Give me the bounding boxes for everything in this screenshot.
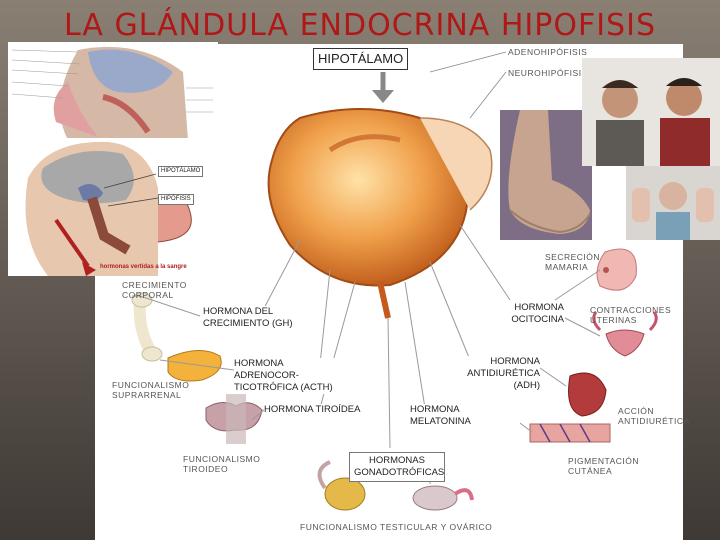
inset-caption: hormonas vertidas a la sangre — [100, 264, 187, 270]
adenohypophysis-label: ADENOHIPÓFISIS — [508, 47, 588, 57]
caption-adrenal: FUNCIONALISMO SUPRARRENAL — [112, 380, 190, 400]
caption-growth: CRECIMIENTO CORPORAL — [122, 280, 187, 300]
acromegaly-patients-photo — [582, 58, 720, 166]
hormone-gh-label: HORMONA DEL CRECIMIENTO (GH) — [203, 306, 303, 330]
caption-skin: PIGMENTACIÓN CUTÁNEA — [568, 456, 640, 476]
head-sagittal-illustration — [8, 42, 218, 140]
caption-thyroid: FUNCIONALISMO TIROIDEO — [183, 454, 261, 474]
acromegaly-foot-photo — [500, 110, 592, 240]
hormone-acth-label: HORMONA ADRENOCOR-TICOTRÓFICA (ACTH) — [234, 358, 346, 394]
neurohypophysis-label: NEUROHIPÓFISIS — [508, 68, 588, 78]
caption-kidney: ACCIÓN ANTIDIURÉTICA — [618, 406, 690, 426]
inset-hypophysis-label: HIPÓFISIS — [158, 194, 194, 205]
page-title: LA GLÁNDULA ENDOCRINA HIPOFISIS — [64, 8, 656, 43]
inset-hypothalamus-label: HIPOTÁLAMO — [158, 166, 204, 177]
hormone-thyroid-label: HORMONA TIROÍDEA — [264, 404, 364, 416]
caption-gonads: FUNCIONALISMO TESTICULAR Y OVÁRICO — [300, 522, 493, 532]
hormone-oxytocin-label: HORMONA OCITOCINA — [500, 302, 564, 326]
hormone-gonadotropic-label: HORMONAS GONADOTRÓFICAS — [349, 452, 445, 482]
head-profile-illustration: HIPOTÁLAMO HIPÓFISIS hormonas vertidas a… — [8, 138, 240, 276]
caption-breast: SECRECIÓN MAMARIA — [545, 252, 601, 272]
hormone-melatonin-label: HORMONA MELATONINA — [410, 404, 520, 428]
hypothalamus-label: HIPOTÁLAMO — [313, 48, 409, 70]
patient-hands-photo — [626, 166, 720, 240]
caption-uterus: CONTRACCIONES UTERINAS — [590, 305, 672, 325]
hormone-adh-label: HORMONA ANTIDIURÉTICA (ADH) — [440, 356, 540, 392]
